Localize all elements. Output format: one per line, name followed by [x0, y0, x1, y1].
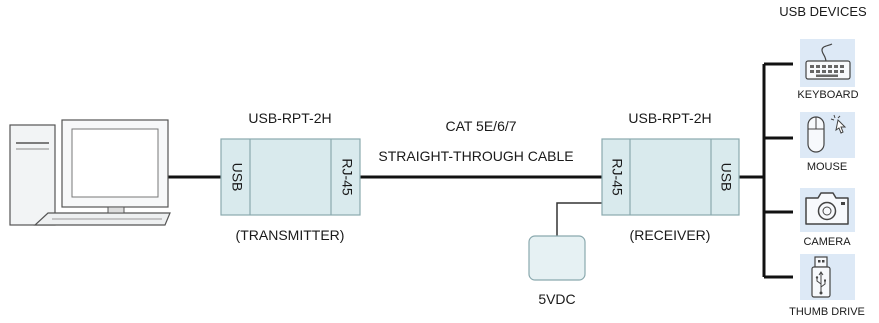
usb-devices-title: USB DEVICES — [779, 4, 867, 19]
receiver-usb-port-label: USB — [718, 163, 734, 192]
receiver-rj45-port-label: RJ-45 — [609, 158, 625, 196]
transmitter-unit: USB RJ-45 — [220, 138, 361, 216]
power-adapter — [528, 235, 586, 281]
power-label: 5VDC — [538, 291, 575, 307]
camera-label: CAMERA — [803, 236, 851, 248]
receiver-unit: RJ-45 USB — [601, 138, 740, 216]
cable-type-label: CAT 5E/6/7 — [445, 118, 516, 134]
mouse-label: MOUSE — [807, 161, 847, 173]
transmitter-caption: (TRANSMITTER) — [236, 227, 345, 243]
camera-icon — [800, 188, 855, 232]
transmitter-rj45-port-label: RJ-45 — [339, 158, 355, 196]
computer-icon — [9, 119, 171, 226]
cable-description-label: STRAIGHT-THROUGH CABLE — [378, 148, 573, 164]
thumb-drive-icon — [800, 254, 855, 300]
pc-tower — [9, 124, 56, 226]
keyboard-icon — [800, 39, 855, 87]
mouse-icon — [800, 112, 855, 158]
power-cable-line — [556, 202, 602, 236]
keyboard-label: KEYBOARD — [797, 89, 858, 101]
connection-lines — [168, 62, 793, 279]
pc-screen — [71, 128, 159, 198]
transmitter-model-label: USB-RPT-2H — [248, 110, 331, 126]
transmitter-usb-port-label: USB — [229, 163, 245, 192]
receiver-caption: (RECEIVER) — [630, 227, 711, 243]
receiver-model-label: USB-RPT-2H — [628, 110, 711, 126]
thumb-drive-label: THUMB DRIVE — [789, 306, 865, 318]
